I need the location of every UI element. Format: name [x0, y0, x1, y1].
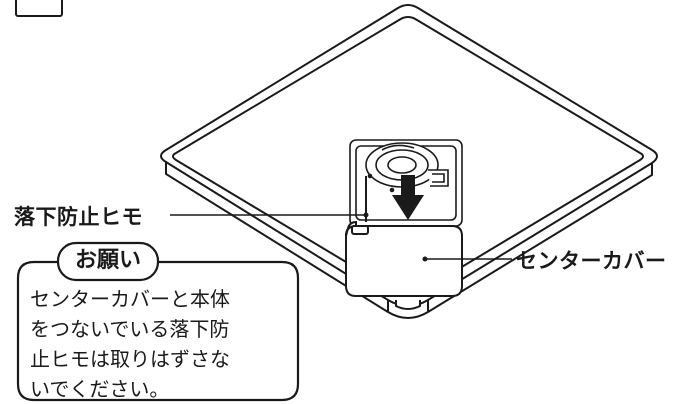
down-arrow-icon — [392, 175, 424, 220]
notice-title-pill — [56, 241, 160, 282]
notice-title: お願い — [74, 248, 141, 273]
notice-line: いでください。 — [30, 377, 170, 401]
notice-body: センターカバーと本体 をつないでいる落下防 止ヒモは取りはずさな いでください。 — [30, 284, 292, 404]
falling-prevention-cord-label: 落下防止ヒモ — [14, 205, 143, 229]
center-cover-label: センターカバー — [516, 249, 667, 273]
notice-line: をつないでいる落下防 — [30, 317, 230, 341]
cord-anchor-dot — [363, 212, 369, 218]
notice-line: センターカバーと本体 — [30, 287, 230, 311]
center-cover — [345, 220, 463, 297]
corner-box-fragment — [15, 0, 63, 17]
notice-line: 止ヒモは取りはずさな — [30, 347, 230, 371]
notice-box-frame — [16, 260, 300, 402]
